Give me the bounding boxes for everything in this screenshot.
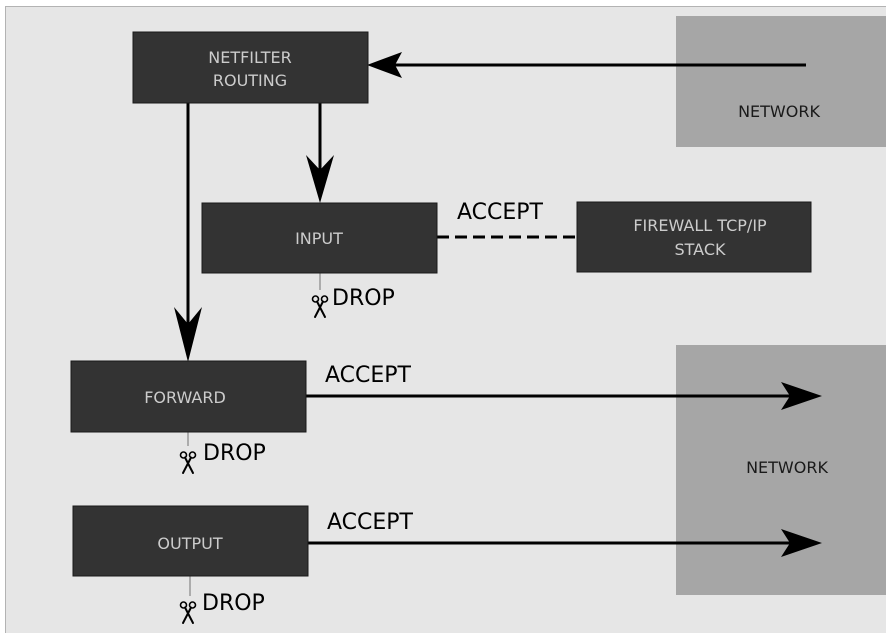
output-drop-scissors-icon <box>179 601 197 624</box>
input-label: INPUT <box>295 229 343 248</box>
firewall-stack-box <box>576 201 812 273</box>
network-bottom-area <box>676 345 886 595</box>
forward-accept-label: ACCEPT <box>325 363 412 388</box>
output-drop-label: DROP <box>202 591 265 616</box>
network-top-label: NETWORK <box>738 102 820 121</box>
forward-drop-label: DROP <box>203 441 266 466</box>
routing-to-forward-arrowhead <box>174 307 202 362</box>
input-drop-label: DROP <box>332 286 395 311</box>
routing-to-input-arrowhead <box>306 155 334 203</box>
output-to-network-arrowhead <box>781 529 822 557</box>
network-to-routing-arrowhead <box>367 52 402 78</box>
output-box <box>72 505 309 577</box>
input-accept-label: ACCEPT <box>457 200 544 225</box>
input-box <box>201 202 438 274</box>
network-bottom-label: NETWORK <box>746 458 828 477</box>
forward-label: FORWARD <box>144 388 226 407</box>
forward-drop-scissors-icon <box>179 451 197 474</box>
output-label: OUTPUT <box>157 534 222 553</box>
forward-to-network-arrowhead <box>781 382 822 410</box>
netfilter-routing-label-line1: NETFILTER <box>208 48 291 67</box>
input-drop-scissors-icon <box>311 295 329 318</box>
forward-box <box>70 360 307 433</box>
netfilter-routing-label-line2: ROUTING <box>213 71 287 90</box>
network-top-area <box>676 16 886 147</box>
netfilter-routing-box <box>132 31 369 104</box>
firewall-stack-label-line2: STACK <box>674 240 726 259</box>
output-accept-label: ACCEPT <box>327 510 414 535</box>
firewall-stack-label-line1: FIREWALL TCP/IP <box>633 216 767 235</box>
